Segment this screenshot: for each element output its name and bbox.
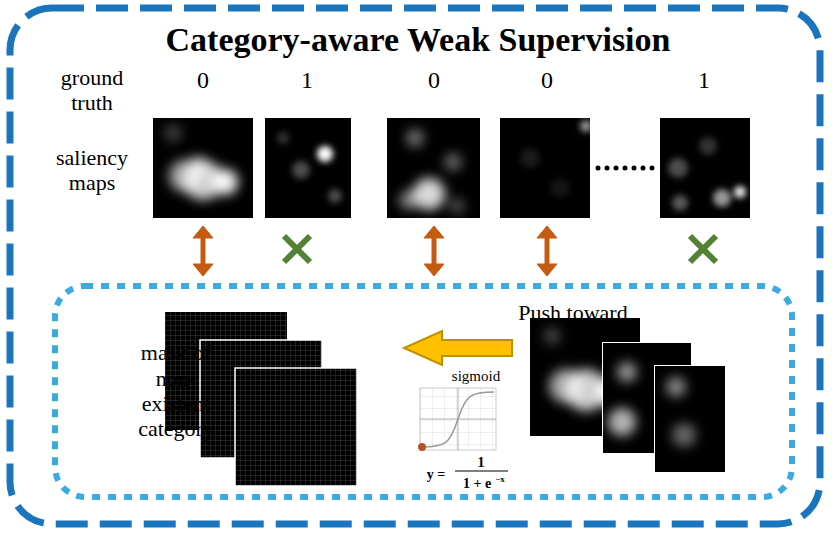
formula-text-wrap: y = — [427, 465, 445, 483]
ground-truth-value-wrap: 1 — [698, 67, 710, 94]
ground-truth-value: 1 — [698, 67, 710, 94]
dotted-region: mask of non-existent category — [52, 283, 795, 500]
ground-truth-value-wrap: 1 — [301, 67, 313, 94]
double-arrow — [193, 226, 557, 276]
saliency-map — [530, 318, 640, 436]
ground-truth-value-wrap: 0 — [541, 67, 553, 94]
arrow-label-wrap: Push toward — [518, 300, 627, 326]
saliency-map — [153, 118, 253, 218]
ground-truth-value: 0 — [197, 67, 209, 94]
formula-exponent: −x — [495, 474, 505, 484]
row-label-wrap: ground truth — [52, 65, 132, 116]
fraction-bar — [455, 470, 508, 471]
diagram-title-wrap: Category-aware Weak Supervision — [166, 21, 671, 59]
formula-text: y = — [427, 467, 445, 483]
outer-frame — [10, 8, 820, 524]
formula-exponent-wrap: −x — [495, 468, 505, 486]
saliency-map — [654, 365, 726, 473]
formula-text-wrap: 1 — [478, 453, 485, 471]
ellipsis-dots — [596, 166, 655, 171]
arrow-label: sigmoid — [452, 368, 500, 385]
row-label: ground truth — [52, 65, 132, 116]
ground-truth-value: 0 — [428, 67, 440, 94]
saliency-map — [387, 118, 480, 218]
sigmoid-plot — [418, 388, 496, 451]
row-label: saliency maps — [47, 145, 137, 196]
saliency-map — [660, 118, 750, 218]
row-label-wrap: saliency maps — [47, 145, 137, 196]
saliency-map — [500, 118, 592, 218]
ground-truth-value-wrap: 0 — [428, 67, 440, 94]
diagram-title: Category-aware Weak Supervision — [166, 21, 671, 59]
region-text: mask of non-existent category — [128, 340, 224, 441]
arrow-label-wrap: sigmoid — [452, 367, 500, 385]
cross-mark — [284, 236, 716, 262]
ground-truth-value: 1 — [301, 67, 313, 94]
push-arrow — [404, 331, 512, 365]
ground-truth-value: 0 — [541, 67, 553, 94]
arrow-label: Push toward — [518, 300, 627, 326]
dotted-outline-rect — [55, 286, 792, 497]
formula-text-wrap: 1 + e — [463, 474, 491, 492]
ground-truth-value-wrap: 0 — [197, 67, 209, 94]
formula-text: 1 — [478, 455, 485, 471]
saliency-map — [265, 118, 351, 218]
formula-text: 1 + e — [463, 476, 491, 492]
